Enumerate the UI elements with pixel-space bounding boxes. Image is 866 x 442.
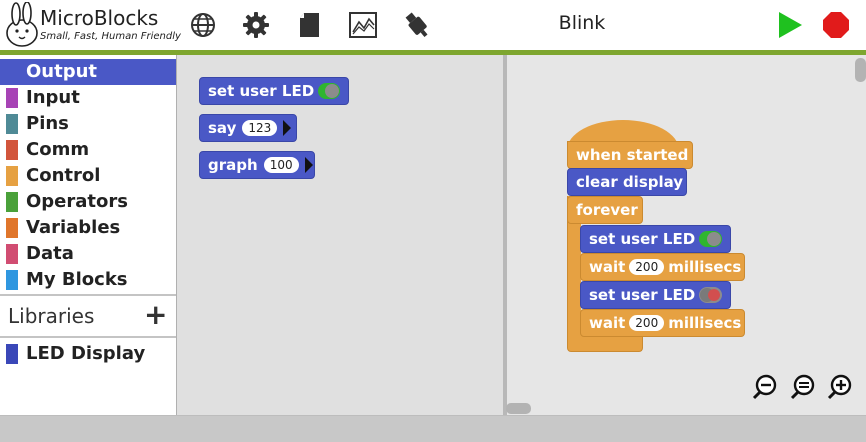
gear-icon[interactable] [241, 10, 271, 40]
horizontal-scrollbar[interactable] [506, 403, 531, 414]
pane-divider[interactable] [503, 55, 507, 415]
set-user-led-on-block[interactable]: set user LED [580, 225, 731, 253]
app-tagline: Small, Fast, Human Friendly [40, 31, 181, 42]
usb-icon[interactable] [402, 10, 432, 40]
wait-block[interactable]: wait 200 millisecs [580, 309, 745, 337]
category-swatch [6, 62, 18, 82]
expand-arrow-icon[interactable] [283, 120, 292, 136]
category-label: Control [26, 165, 101, 186]
block-label: millisecs [668, 258, 742, 276]
libraries-header: Libraries + [0, 296, 176, 336]
stop-icon[interactable] [821, 10, 851, 40]
globe-icon[interactable] [188, 10, 218, 40]
led-toggle-off[interactable] [699, 287, 722, 303]
block-label: forever [576, 201, 638, 219]
expand-arrow-icon[interactable] [304, 157, 313, 173]
block-label: wait [589, 258, 626, 276]
led-toggle-on[interactable] [699, 231, 722, 247]
category-operators[interactable]: Operators [0, 189, 176, 215]
clear-display-block[interactable]: clear display [567, 168, 687, 196]
category-label: Output [26, 61, 98, 82]
graph-icon[interactable] [348, 10, 378, 40]
category-swatch [6, 166, 18, 186]
category-label: Pins [26, 113, 69, 134]
category-data[interactable]: Data [0, 241, 176, 267]
category-swatch [6, 244, 18, 264]
block-label: graph [208, 156, 258, 174]
block-label: clear display [576, 173, 684, 191]
palette-graph-block[interactable]: graph 100 [199, 151, 315, 179]
block-label: set user LED [208, 82, 315, 100]
when-started-block[interactable]: when started [567, 141, 693, 169]
number-slot[interactable]: 100 [263, 157, 299, 173]
add-library-button[interactable]: + [144, 298, 168, 331]
category-control[interactable]: Control [0, 163, 176, 189]
set-user-led-off-block[interactable]: set user LED [580, 281, 731, 309]
category-label: Variables [26, 217, 121, 238]
block-label: set user LED [589, 230, 696, 248]
number-slot[interactable]: 200 [629, 259, 665, 275]
category-variables[interactable]: Variables [0, 215, 176, 241]
category-swatch [6, 218, 18, 238]
vertical-scrollbar[interactable] [855, 58, 866, 82]
zoom-reset-icon[interactable] [789, 373, 817, 401]
category-swatch [6, 114, 18, 134]
category-comm[interactable]: Comm [0, 137, 176, 163]
category-label: Input [26, 87, 80, 108]
category-label: My Blocks [26, 269, 128, 290]
category-swatch [6, 192, 18, 212]
rabbit-logo-icon [6, 2, 38, 47]
palette-set-user-led-block[interactable]: set user LED [199, 77, 349, 105]
category-my-blocks[interactable]: My Blocks [0, 267, 176, 293]
category-swatch [6, 88, 18, 108]
led-toggle-on[interactable] [318, 83, 340, 99]
block-label: millisecs [668, 314, 742, 332]
block-palette [177, 55, 504, 415]
forever-block[interactable]: forever [567, 196, 643, 224]
bottom-bar [0, 415, 866, 442]
forever-block-body[interactable] [567, 196, 581, 342]
zoom-in-icon[interactable] [826, 373, 854, 401]
library-swatch [6, 344, 18, 364]
zoom-out-icon[interactable] [751, 373, 779, 401]
category-swatch [6, 270, 18, 290]
category-label: Operators [26, 191, 128, 212]
start-icon[interactable] [776, 10, 804, 40]
divider [0, 336, 176, 338]
file-icon[interactable] [295, 10, 325, 40]
block-label: when started [576, 146, 689, 164]
palette-say-block[interactable]: say 123 [199, 114, 297, 142]
libraries-label: Libraries [8, 304, 95, 328]
library-led-display[interactable]: LED Display [0, 341, 176, 367]
category-pins[interactable]: Pins [0, 111, 176, 137]
category-output[interactable]: Output [0, 59, 176, 85]
block-label: say [208, 119, 237, 137]
category-input[interactable]: Input [0, 85, 176, 111]
library-label: LED Display [26, 343, 146, 364]
category-swatch [6, 140, 18, 160]
top-bar: MicroBlocks Small, Fast, Human Friendly [0, 0, 866, 50]
forever-block-foot[interactable] [567, 334, 643, 352]
category-pane: Output Input Pins Comm Control Operators… [0, 55, 177, 415]
block-label: set user LED [589, 286, 696, 304]
top-bar-accent-line [0, 50, 866, 55]
block-label: wait [589, 314, 626, 332]
number-slot[interactable]: 123 [242, 120, 278, 136]
number-slot[interactable]: 200 [629, 315, 665, 331]
category-label: Comm [26, 139, 90, 160]
wait-block[interactable]: wait 200 millisecs [580, 253, 745, 281]
category-label: Data [26, 243, 74, 264]
divider [0, 294, 176, 296]
project-title: Blink [558, 12, 606, 34]
app-name: MicroBlocks [40, 6, 159, 30]
